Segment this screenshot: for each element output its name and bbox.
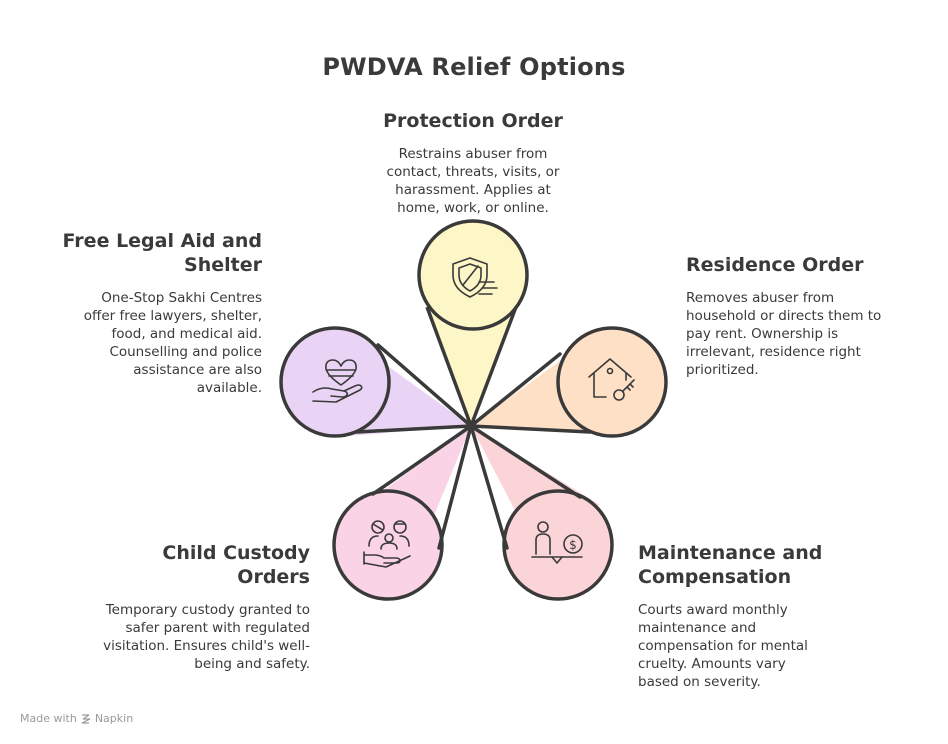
option-title: Free Legal Aid and Shelter <box>62 230 262 276</box>
option-custody: Child Custody Orders Temporary custody g… <box>96 541 310 673</box>
option-title: Protection Order <box>383 110 563 132</box>
footer-credit[interactable]: Made with Napkin <box>20 712 133 725</box>
svg-text:$: $ <box>569 538 577 552</box>
petal-protection[interactable] <box>417 219 529 428</box>
option-description: Courts award monthly maintenance and com… <box>638 602 808 690</box>
option-title: Maintenance and Compensation <box>638 542 823 588</box>
option-residence: Residence Order Removes abuser from hous… <box>686 253 886 379</box>
petal-custody[interactable] <box>332 424 473 601</box>
shield-icon <box>452 257 498 298</box>
family-hand-icon <box>363 520 411 568</box>
petal-maintenance[interactable]: $ <box>469 424 614 601</box>
person-money-scale-icon: $ <box>531 521 583 564</box>
option-title: Residence Order <box>686 254 864 276</box>
petal-residence[interactable] <box>469 326 668 438</box>
brand-text: Napkin <box>94 712 134 725</box>
petal-legal-aid[interactable] <box>279 326 473 438</box>
option-protection: Protection Order Restrains abuser from c… <box>373 109 573 217</box>
made-with-text: Made with <box>20 712 77 725</box>
page-title: PWDVA Relief Options <box>322 53 626 81</box>
option-description: Restrains abuser from contact, threats, … <box>386 146 560 216</box>
option-maintenance: Maintenance and Compensation Courts awar… <box>638 541 828 691</box>
option-description: Removes abuser from household or directs… <box>686 290 882 378</box>
option-legal-aid: Free Legal Aid and Shelter One-Stop Sakh… <box>60 229 262 397</box>
house-key-icon <box>588 358 635 401</box>
option-description: One-Stop Sakhi Centres offer free lawyer… <box>83 290 262 396</box>
napkin-logo-icon <box>81 713 91 724</box>
option-title: Child Custody Orders <box>162 542 310 588</box>
heart-hand-icon <box>312 359 363 403</box>
option-description: Temporary custody granted to safer paren… <box>103 602 310 672</box>
